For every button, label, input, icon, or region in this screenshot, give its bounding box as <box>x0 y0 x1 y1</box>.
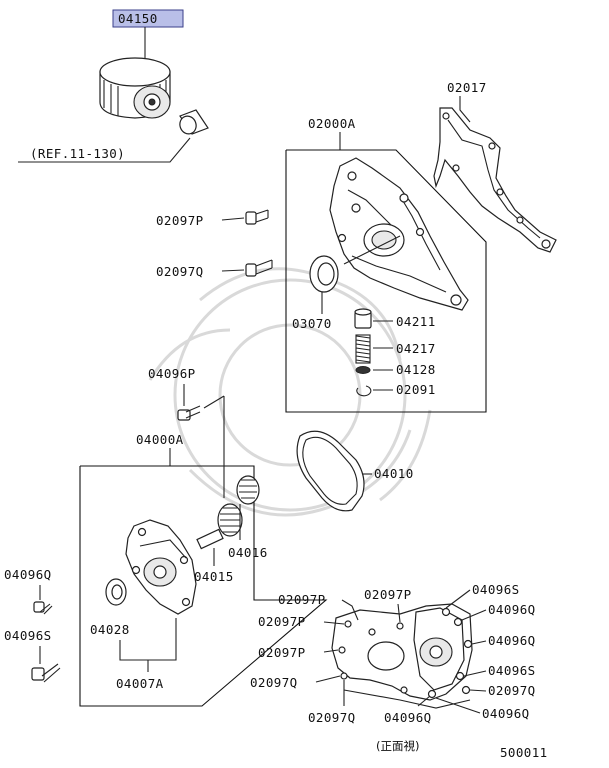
label-04096P[interactable]: 04096P <box>148 366 196 381</box>
snap-ring-icon <box>356 385 372 397</box>
label-02000A[interactable]: 02000A <box>308 116 356 131</box>
label-front-02097P-4[interactable]: 02097P <box>258 645 306 660</box>
left-bolts-group: 04096Q 04096S <box>4 567 61 683</box>
front-view-caption: (正面視) <box>376 739 419 753</box>
label-03070[interactable]: 03070 <box>292 316 332 331</box>
label-front-04096Q[interactable]: 04096Q <box>384 710 432 725</box>
label-ref[interactable]: (REF.11-130) <box>30 146 125 161</box>
front-view-casting-icon <box>331 603 473 709</box>
label-02017[interactable]: 02017 <box>447 80 487 95</box>
label-right-04096S-2[interactable]: 04096S <box>488 663 536 678</box>
label-front-02097Q-1[interactable]: 02097Q <box>250 675 298 690</box>
label-02097Q-top[interactable]: 02097Q <box>156 264 204 279</box>
label-04096S-left[interactable]: 04096S <box>4 628 52 643</box>
label-04015[interactable]: 04015 <box>194 569 234 584</box>
label-right-04096Q-1[interactable]: 04096Q <box>488 602 536 617</box>
drive-gear-icon <box>196 503 243 550</box>
label-right-04096Q-2[interactable]: 04096Q <box>488 633 536 648</box>
label-04211[interactable]: 04211 <box>396 314 436 329</box>
label-02097P-top[interactable]: 02097P <box>156 213 204 228</box>
relief-spring-icon <box>355 334 371 364</box>
bolt-icon <box>177 405 201 421</box>
diagram-id: 500011 <box>500 745 548 760</box>
label-04007A[interactable]: 04007A <box>116 676 164 691</box>
oil-filter-highlight <box>112 9 184 28</box>
bolt-icon <box>33 601 53 615</box>
bolt-icon <box>245 209 269 225</box>
bolt-icon <box>31 663 61 683</box>
label-right-04096Q-3[interactable]: 04096Q <box>482 706 530 721</box>
pump-cover-casting-icon <box>329 157 469 311</box>
label-front-02097P-3[interactable]: 02097P <box>258 614 306 629</box>
gasket-02017-group: 02017 <box>433 80 557 253</box>
label-right-02097Q[interactable]: 02097Q <box>488 683 536 698</box>
gasket-04010-group: 04010 <box>296 430 414 512</box>
label-04016[interactable]: 04016 <box>228 545 268 560</box>
upper-bolts-group: 02097P 02097Q <box>156 209 273 279</box>
label-04128[interactable]: 04128 <box>396 362 436 377</box>
relief-plunger-icon <box>354 308 372 329</box>
front-view-group: 02097P 02097P 02097P 02097P 02097Q 02097… <box>250 582 536 753</box>
bolt-04096P-group: 04096P <box>148 366 225 421</box>
oil-filter-icon <box>99 57 171 119</box>
oil-filter-group: 04150 (REF.11-130) <box>18 9 209 163</box>
label-04010[interactable]: 04010 <box>374 466 414 481</box>
bolt-icon <box>245 259 273 277</box>
box-04000A <box>79 465 328 707</box>
label-02091[interactable]: 02091 <box>396 382 436 397</box>
label-front-02097P-2[interactable]: 02097P <box>364 587 412 602</box>
box-02000A <box>285 149 487 413</box>
label-04217[interactable]: 04217 <box>396 341 436 356</box>
label-front-02097Q-2[interactable]: 02097Q <box>308 710 356 725</box>
label-04028[interactable]: 04028 <box>90 622 130 637</box>
gasket-04010-icon <box>296 430 365 512</box>
driven-gear-icon <box>236 475 260 505</box>
oil-pump-cover-group: 02000A 03070 <box>285 116 487 413</box>
pump-body-icon <box>125 519 197 615</box>
gasket-02017-icon <box>433 107 557 253</box>
pump-seal-icon <box>105 578 127 606</box>
label-right-04096S-1[interactable]: 04096S <box>472 582 520 597</box>
label-04000A[interactable]: 04000A <box>136 432 184 447</box>
label-04150[interactable]: 04150 <box>118 11 158 26</box>
label-04096Q-left[interactable]: 04096Q <box>4 567 52 582</box>
filter-stud-icon <box>179 109 209 135</box>
washer-icon <box>355 366 371 374</box>
oil-pump-group: 04000A 04016 04015 <box>79 396 328 707</box>
label-front-02097P-1[interactable]: 02097P <box>278 592 326 607</box>
oil-seal-icon <box>309 255 339 293</box>
